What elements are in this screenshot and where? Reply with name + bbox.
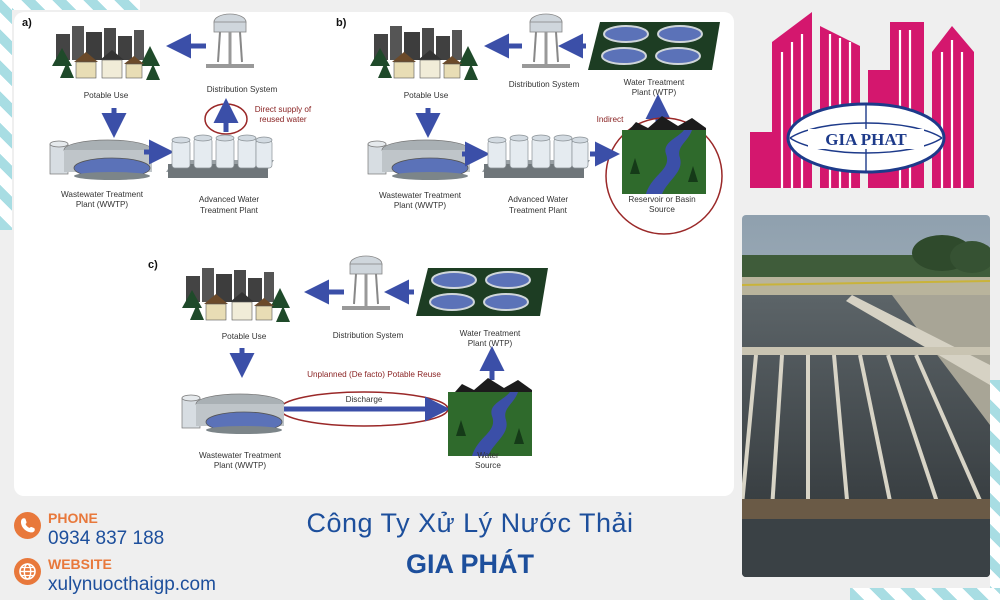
decor-stripes-left — [0, 0, 12, 230]
panel-b-letter: b) — [336, 17, 347, 29]
panel-c-wtp-1: Water Treatment — [460, 329, 521, 338]
company-name-line2: GIA PHÁT — [406, 549, 534, 579]
website-label: WEBSITE — [48, 556, 112, 572]
panel-c-wwtp-2: Plant (WWTP) — [214, 461, 267, 470]
panel-a-direct-supply-2: reused water — [259, 115, 307, 124]
panel-b-reservoir-1: Reservoir or Basin — [628, 195, 696, 204]
panel-b-distribution: Distribution System — [509, 80, 580, 89]
panel-c-water-source-1: Water — [477, 451, 499, 460]
panel-a-potable-use: Potable Use — [84, 91, 129, 100]
panel-c-unplanned: Unplanned (De facto) Potable Reuse — [307, 370, 441, 379]
panel-a-direct-supply-1: Direct supply of — [255, 105, 312, 114]
panel-c-water-source-2: Source — [475, 461, 501, 470]
company-name: Công Ty Xử Lý Nước Thải GIA PHÁT — [250, 508, 690, 580]
phone-label: PHONE — [48, 510, 98, 526]
panel-c-discharge: Discharge — [346, 395, 383, 404]
panel-b-wtp-1: Water Treatment — [624, 78, 685, 87]
panel-a-letter: a) — [22, 17, 32, 29]
decor-stripes-right — [990, 380, 1000, 600]
panel-b-indirect: Indirect — [597, 115, 625, 124]
panel-b-reservoir-2: Source — [649, 205, 675, 214]
panel-a-distribution: Distribution System — [207, 85, 278, 94]
panel-b-wwtp-1: Wastewater Treatment — [379, 191, 462, 200]
phone-number[interactable]: 0934 837 188 — [48, 528, 165, 549]
decor-stripes-bottom-right — [850, 588, 1000, 600]
panel-c-wwtp-1: Wastewater Treatment — [199, 451, 282, 460]
panel-a-wwtp-1: Wastewater Treatment — [61, 190, 144, 199]
treatment-plant-photo — [742, 215, 990, 577]
panel-c-wtp-2: Plant (WTP) — [468, 339, 513, 348]
panel-c-letter: c) — [148, 259, 158, 271]
globe-icon — [14, 558, 41, 585]
panel-b-awtp-2: Treatment Plant — [509, 206, 568, 215]
phone-icon — [14, 512, 41, 539]
panel-b-awtp-1: Advanced Water — [508, 195, 568, 204]
panel-b-wwtp-2: Plant (WWTP) — [394, 201, 447, 210]
gia-phat-logo: GIA PHAT — [750, 12, 982, 190]
company-name-line1: Công Ty Xử Lý Nước Thải — [306, 508, 634, 538]
panel-a-awtp-1: Advanced Water — [199, 195, 259, 204]
decor-stripes-top-left — [0, 0, 140, 10]
panel-b-potable-use: Potable Use — [404, 91, 449, 100]
panel-c-distribution: Distribution System — [333, 331, 404, 340]
water-reuse-diagram: a) Potable Use Distribution System Direc… — [14, 12, 734, 496]
website-url[interactable]: xulynuocthaigp.com — [48, 574, 216, 595]
panel-c-potable-use: Potable Use — [222, 332, 267, 341]
panel-b-wtp-2: Plant (WTP) — [632, 88, 677, 97]
panel-a-wwtp-2: Plant (WWTP) — [76, 200, 129, 209]
logo-text: GIA PHAT — [825, 130, 907, 149]
panel-a-awtp-2: Treatment Plant — [200, 206, 259, 215]
